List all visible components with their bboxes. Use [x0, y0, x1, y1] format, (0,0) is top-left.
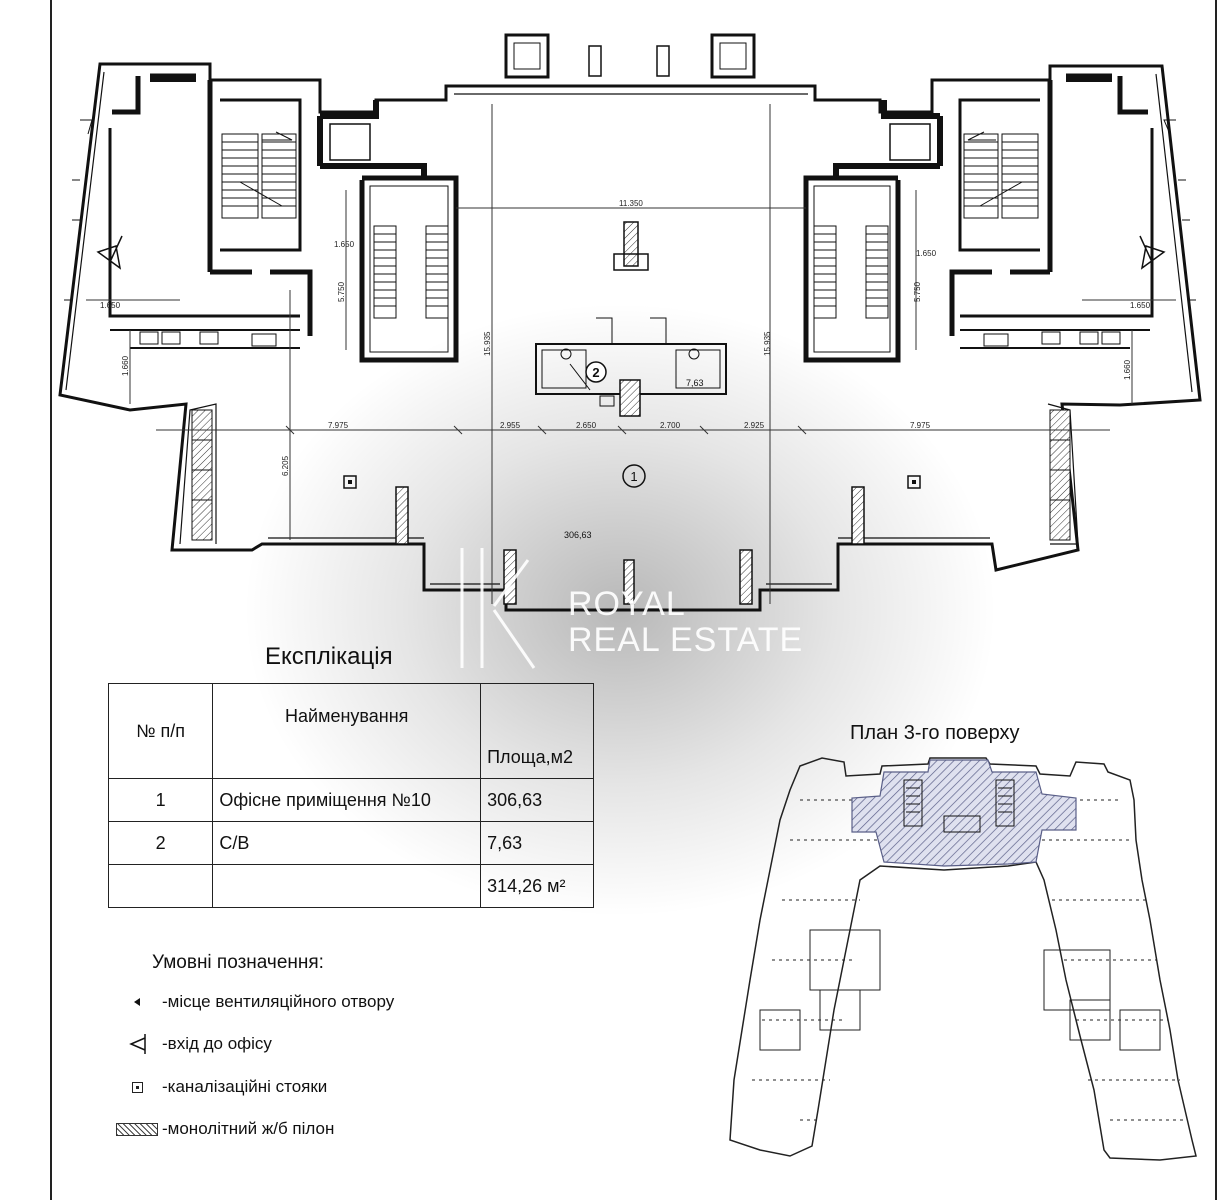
right-frame-line [1215, 0, 1217, 1200]
watermark-line-1: ROYAL [568, 585, 686, 623]
header-name: Найменування [212, 683, 482, 779]
svg-text:6.205: 6.205 [281, 455, 290, 476]
key-plan [729, 757, 1197, 1161]
row-num: 2 [107, 821, 214, 865]
ventilation-marker-icon [112, 997, 162, 1007]
explication-title: Експлікація [265, 643, 393, 670]
room-markers: 2 1 306,63 7,63 [564, 361, 704, 540]
svg-text:1.660: 1.660 [121, 355, 130, 376]
table-total-row: 314,26 м² [107, 864, 594, 908]
svg-text:15.935: 15.935 [483, 331, 492, 356]
row-area: 7,63 [480, 821, 594, 865]
svg-text:2: 2 [592, 365, 599, 380]
legend-label: -місце вентиляційного отвору [162, 992, 395, 1011]
total-name [212, 864, 482, 908]
svg-text:2.700: 2.700 [660, 421, 681, 430]
central-elements [343, 221, 921, 605]
header-area: Площа,м2 [480, 683, 594, 779]
right-wing [803, 73, 1196, 541]
svg-text:2.955: 2.955 [500, 421, 521, 430]
svg-text:1.650: 1.650 [334, 240, 355, 249]
dimension-labels: 11.350 1.650 1.650 1.650 1.650 7.975 2.9… [100, 199, 1151, 476]
total-num [107, 864, 214, 908]
svg-text:306,63: 306,63 [564, 530, 592, 540]
legend-title: Умовні позначення: [152, 952, 324, 973]
legend-label: -вхід до офісу [162, 1034, 272, 1053]
sewer-riser-icon [112, 1081, 162, 1093]
svg-text:2.650: 2.650 [576, 421, 597, 430]
legend-item-ventilation: -місце вентиляційного отвору [112, 990, 394, 1014]
svg-text:15.935: 15.935 [763, 331, 772, 356]
svg-text:7.975: 7.975 [910, 421, 931, 430]
svg-text:1.660: 1.660 [1123, 359, 1132, 380]
watermark-line-2: REAL ESTATE [568, 621, 804, 659]
svg-text:5.750: 5.750 [337, 281, 346, 302]
row-name: С/В [212, 821, 482, 865]
explication-table: № п/п Найменування Площа,м2 1 Офісне при… [107, 683, 594, 908]
row-num: 1 [107, 778, 214, 822]
total-area: 314,26 м² [480, 864, 594, 908]
svg-text:5.750: 5.750 [913, 281, 922, 302]
svg-text:1.650: 1.650 [100, 301, 121, 310]
legend-item-pylon: -монолітний ж/б пілон [112, 1117, 334, 1141]
watermark-logo-icon [460, 548, 536, 669]
svg-text:1.650: 1.650 [1130, 301, 1151, 310]
svg-text:1: 1 [630, 469, 637, 484]
left-frame-line [50, 0, 52, 1200]
hatched-pylon-icon [112, 1122, 162, 1136]
legend-item-entrance: -вхід до офісу [112, 1032, 272, 1056]
key-plan-title: План 3-го поверху [850, 722, 1020, 744]
legend-label: -монолітний ж/б пілон [162, 1119, 335, 1138]
svg-text:7.975: 7.975 [328, 421, 349, 430]
svg-text:1.650: 1.650 [916, 249, 937, 258]
office-entrance-icon [112, 1032, 162, 1056]
table-row: 2 С/В 7,63 [107, 821, 594, 865]
header-num: № п/п [107, 683, 214, 779]
row-area: 306,63 [480, 778, 594, 822]
svg-text:2.925: 2.925 [744, 421, 765, 430]
legend-label: -каналізаційні стояки [162, 1077, 328, 1096]
row-name: Офісне приміщення №10 [212, 778, 482, 822]
outer-walls [58, 62, 1202, 612]
table-header-row: № п/п Найменування Площа,м2 [107, 683, 594, 779]
legend-item-sewer: -каналізаційні стояки [112, 1075, 327, 1099]
dimension-lines [86, 104, 1176, 604]
left-wing [64, 73, 459, 541]
top-shafts [504, 33, 756, 79]
svg-text:7,63: 7,63 [686, 378, 704, 388]
svg-text:11.350: 11.350 [619, 199, 643, 208]
table-row: 1 Офісне приміщення №10 306,63 [107, 778, 594, 822]
